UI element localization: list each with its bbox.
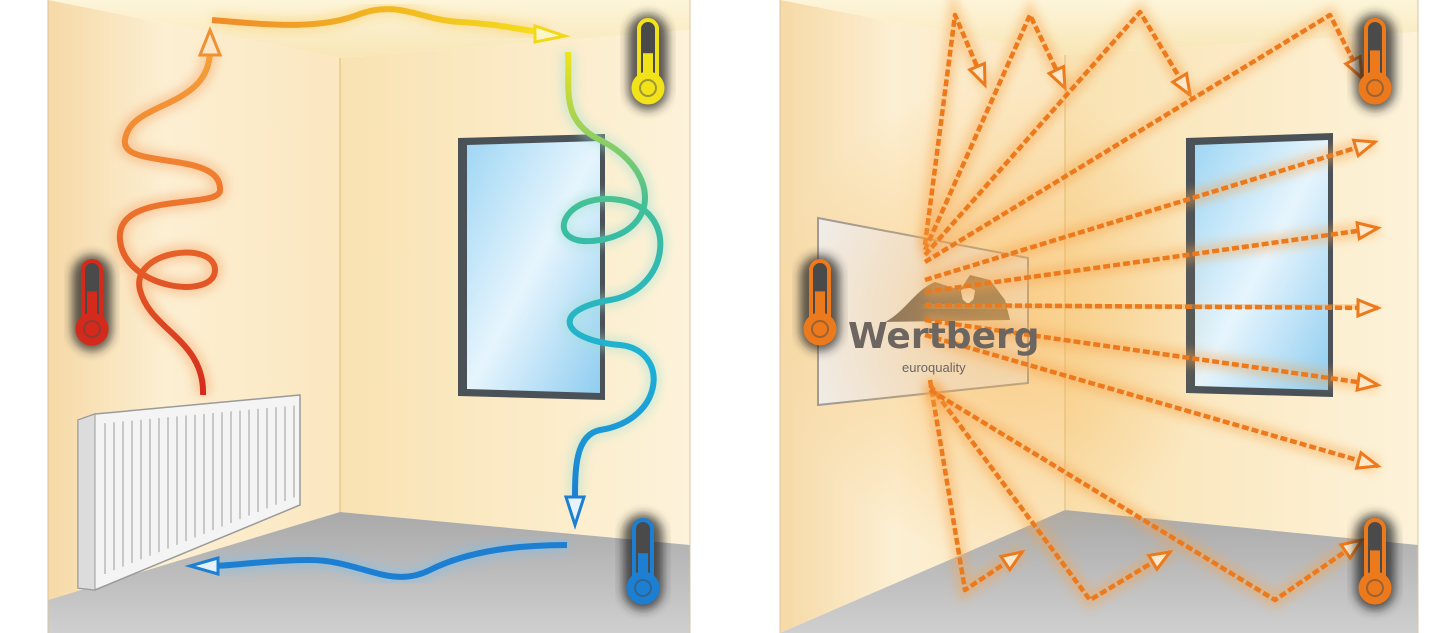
arrowhead-icon [1355, 371, 1382, 393]
arrowhead-icon [967, 61, 987, 89]
floor [780, 510, 1418, 633]
window [1186, 133, 1333, 397]
cold-floor-air-flow-arrow [184, 538, 568, 584]
arrowhead-icon [1170, 71, 1193, 99]
arrowhead-icon [998, 549, 1026, 573]
thermometer-icon [1355, 514, 1395, 610]
wertberg-logo: Wertberg euroquality [848, 316, 1040, 375]
window [458, 134, 605, 400]
infrared-ray-arrow [923, 378, 1026, 602]
arrowhead-icon [1146, 549, 1174, 572]
infrared-ray-arrow [924, 313, 1382, 393]
thermometer-icon [623, 514, 663, 610]
infrared-ray-arrow [922, 135, 1379, 287]
infrared-ray-arrow [924, 380, 1174, 610]
thermometer-icon [1355, 14, 1395, 110]
infrared-room-panel: Wertberg euroquality [779, 0, 1419, 633]
arrowhead-icon [1355, 220, 1382, 242]
ceiling-air-flow-arrow [211, 2, 571, 44]
arrowhead-icon [1356, 297, 1383, 319]
logo-tagline-text: euroquality [902, 360, 966, 375]
ceiling [48, 0, 690, 58]
infrared-ray-arrow [918, 0, 1072, 253]
thermometers [72, 14, 1395, 610]
arrowhead-icon [1351, 138, 1379, 159]
logo-brand-text: Wertberg [848, 316, 1040, 357]
thermometer-icon [72, 255, 112, 351]
infrared-rays [918, 0, 1383, 610]
arrowhead-icon [1354, 450, 1382, 470]
infrared-ray-arrow [924, 297, 1383, 319]
arrowhead-icon [1046, 64, 1067, 92]
radiator [77, 394, 301, 591]
cooling-air-flow-arrow [556, 51, 668, 530]
thermometer-icon [628, 14, 668, 110]
infrared-ray-arrow [919, 0, 1196, 260]
infrared-ray-arrow [918, 0, 992, 246]
convection-room-panel [47, 0, 691, 633]
ceiling [780, 0, 1418, 55]
infrared-ray-arrow [924, 220, 1382, 299]
infrared-ray-arrow [923, 328, 1382, 473]
thermometer-icon [800, 255, 840, 351]
warm-air-flow-arrow [111, 25, 228, 396]
